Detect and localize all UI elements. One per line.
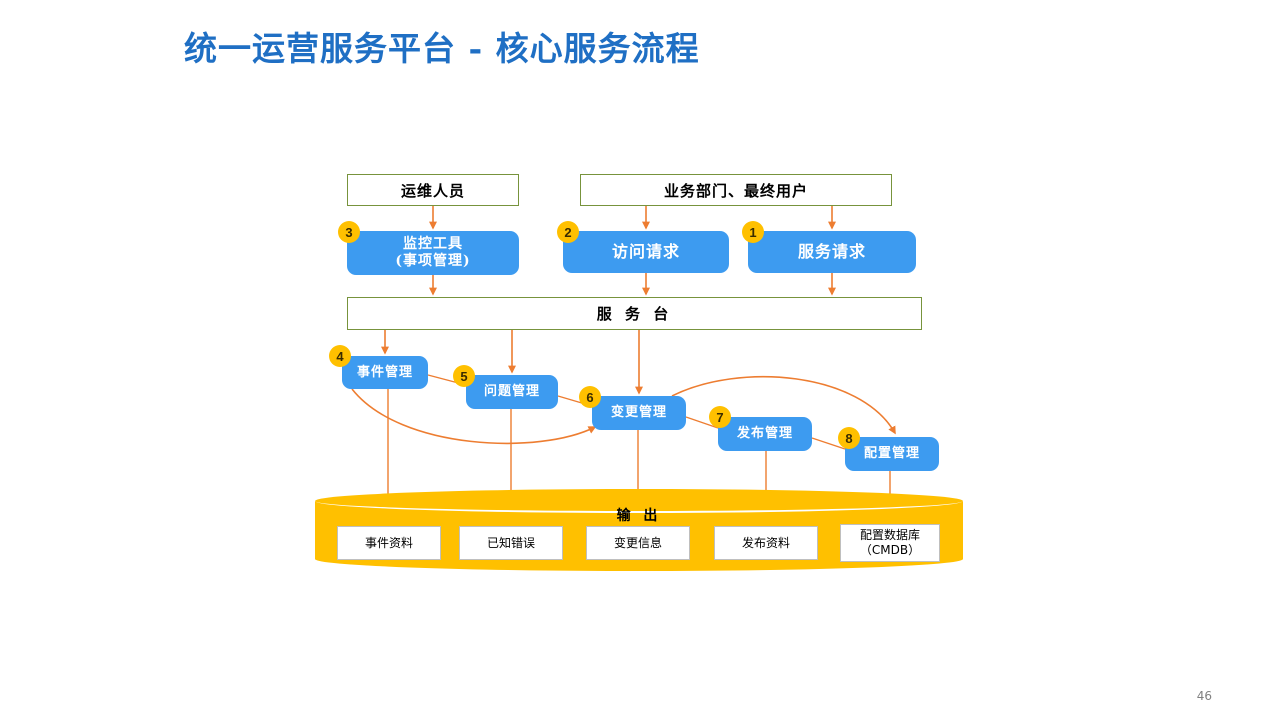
process-label: 问题管理 <box>483 384 540 400</box>
actor-box-business: 业务部门、最终用户 <box>580 174 892 206</box>
output-item-cmdb: 配置数据库 （CMDB） <box>840 524 940 562</box>
step-badge-3: 3 <box>338 221 360 243</box>
page-number: 46 <box>1196 689 1212 703</box>
step-badge-8: 8 <box>838 427 860 449</box>
output-item-line1: 已知错误 <box>486 535 535 550</box>
process-label: 发布管理 <box>736 426 793 442</box>
process-label-line1: 监控工具 <box>403 236 463 253</box>
step-badge-6: 6 <box>579 386 601 408</box>
step-badge-5: 5 <box>453 365 475 387</box>
process-box-incident-management[interactable]: 事件管理 <box>342 356 428 389</box>
process-label: 变更管理 <box>610 405 667 421</box>
process-label-line1: 服务请求 <box>797 241 866 261</box>
process-box-access-request[interactable]: 访问请求 <box>563 231 729 273</box>
process-box-monitoring-tool[interactable]: 监控工具 (事项管理) <box>347 231 519 275</box>
process-label: 事件管理 <box>356 364 413 380</box>
step-badge-2: 2 <box>557 221 579 243</box>
step-badge-1: 1 <box>742 221 764 243</box>
output-item-change-information: 变更信息 <box>586 526 690 560</box>
step-badge-4: 4 <box>329 345 351 367</box>
output-label: 输 出 <box>616 508 662 524</box>
output-item-line1: 发布资料 <box>741 535 790 550</box>
process-box-configuration-management[interactable]: 配置管理 <box>845 437 939 471</box>
process-label-line1: 访问请求 <box>611 241 680 261</box>
step-badge-7: 7 <box>709 406 731 428</box>
service-desk-box: 服 务 台 <box>347 297 922 330</box>
output-item-known-errors: 已知错误 <box>459 526 563 560</box>
actor-box-operations: 运维人员 <box>347 174 519 206</box>
process-label-line2: (事项管理) <box>395 253 471 269</box>
process-box-release-management[interactable]: 发布管理 <box>718 417 812 451</box>
output-item-release-records: 发布资料 <box>714 526 818 560</box>
cylinder-top-ellipse <box>315 489 963 513</box>
output-item-line1: 配置数据库 <box>859 528 920 542</box>
page-title: 统一运营服务平台 - 核心服务流程 <box>184 29 700 68</box>
output-item-line1: 事件资料 <box>364 535 413 550</box>
output-item-line1: 变更信息 <box>613 535 662 550</box>
process-label: 配置管理 <box>863 446 920 462</box>
output-item-incident-records: 事件资料 <box>337 526 441 560</box>
process-box-service-request[interactable]: 服务请求 <box>748 231 916 273</box>
output-item-line2: （CMDB） <box>859 543 921 557</box>
process-box-change-management[interactable]: 变更管理 <box>592 396 686 430</box>
process-box-problem-management[interactable]: 问题管理 <box>466 375 558 409</box>
